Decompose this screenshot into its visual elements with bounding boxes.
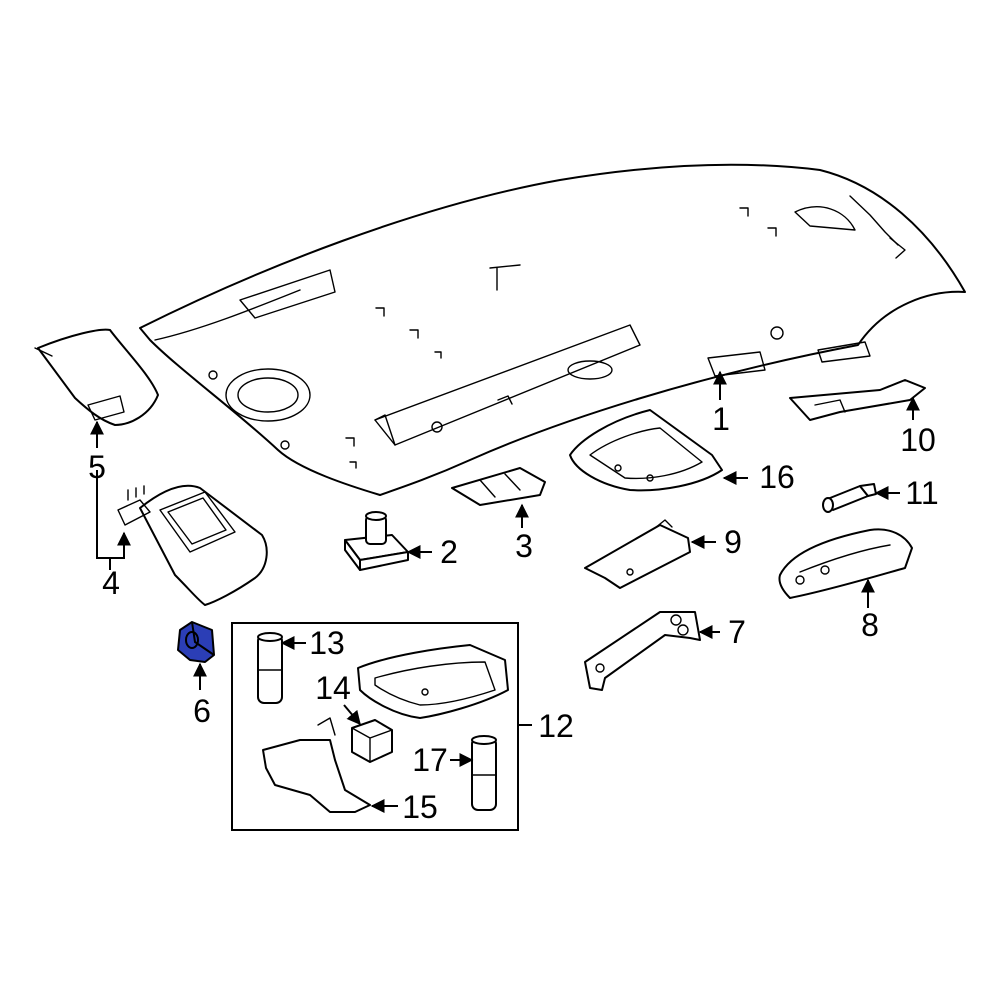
overhead-trim-part[interactable] (778, 528, 913, 599)
callout-4: 4 (102, 565, 120, 601)
headliner-part[interactable] (139, 163, 966, 496)
kit-box (231, 622, 519, 831)
callout-9: 9 (724, 524, 742, 560)
rail-bracket-part[interactable] (789, 379, 926, 421)
callout-13: 13 (309, 625, 345, 661)
callout-2: 2 (440, 534, 458, 570)
bracket-part-9[interactable] (584, 519, 691, 589)
callout-15: 15 (402, 789, 438, 825)
clip-part[interactable] (344, 511, 409, 571)
leader-14 (343, 704, 361, 726)
callout-14: 14 (315, 670, 351, 706)
callout-3: 3 (515, 528, 533, 564)
callout-6: 6 (193, 693, 211, 729)
callout-1: 1 (712, 401, 730, 437)
sun-visor-mirror-part[interactable] (117, 484, 268, 606)
bulb-part[interactable] (822, 483, 877, 513)
grab-handle-part[interactable] (584, 611, 701, 691)
lamp-housing-part[interactable] (357, 644, 509, 719)
visor-clip-part-highlighted[interactable] (177, 621, 215, 663)
sun-visor-left-part[interactable] (34, 328, 159, 426)
callout-5: 5 (88, 449, 106, 485)
console-housing-part[interactable] (569, 409, 723, 492)
callout-7: 7 (728, 614, 746, 650)
bracket-part-15[interactable] (262, 717, 371, 813)
callout-12: 12 (538, 708, 574, 744)
callout-16: 16 (759, 459, 795, 495)
bracket-part-3[interactable] (451, 467, 546, 506)
cylinder-part-17[interactable] (471, 735, 497, 811)
callout-17: 17 (412, 742, 448, 778)
cylinder-part-13[interactable] (257, 632, 283, 704)
cube-part-14[interactable] (351, 719, 393, 763)
callout-11: 11 (905, 475, 938, 511)
callout-10: 10 (900, 422, 936, 458)
callout-8: 8 (861, 607, 879, 643)
